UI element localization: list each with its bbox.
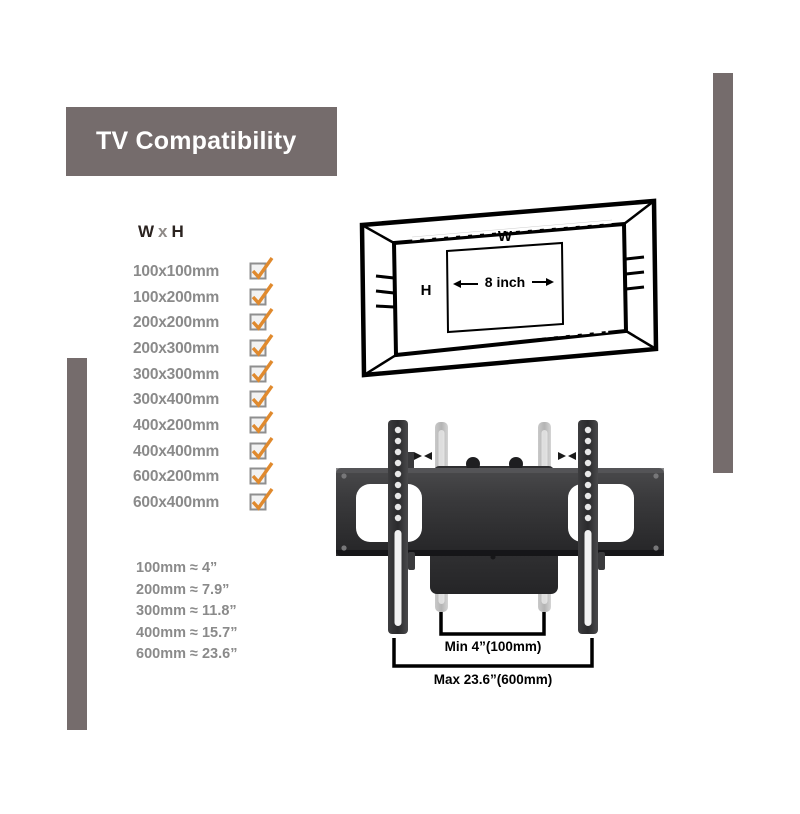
- list-item: 300mm ≈ 11.8”: [136, 603, 237, 619]
- vesa-size-label: 300x300mm: [133, 365, 220, 383]
- wall-plate-right-cutout: [568, 484, 634, 542]
- bottom-vent-dashes: [413, 325, 609, 348]
- list-item: 600mm ≈ 23.6”: [136, 646, 238, 662]
- checkbox-checked-icon: [249, 282, 274, 309]
- list-item: 600x200mm: [133, 462, 293, 491]
- tv-mount-diagram: Min 4”(100mm) Max 23.6”(600mm): [336, 420, 664, 687]
- left-accent-bar: [67, 358, 87, 730]
- max-dimension-bracket: [392, 638, 594, 668]
- outer-mounting-arms: [388, 420, 605, 634]
- tv-height-label: H: [421, 282, 432, 299]
- checkbox-checked-icon: [249, 308, 274, 334]
- list-item: 200x300mm: [133, 333, 293, 362]
- screen-depth-arrow: [453, 278, 554, 288]
- screen-depth-label: 8 inch: [485, 274, 525, 290]
- checkbox-checked-icon: [249, 462, 274, 488]
- checkbox-checked-icon: [249, 359, 274, 386]
- vesa-size-label: 600x200mm: [133, 468, 220, 486]
- tv-width-label: W: [498, 228, 513, 245]
- bevel-line-tl: [361, 223, 395, 245]
- right-side-bars: [625, 255, 645, 291]
- vesa-size-label: 200x300mm: [133, 339, 220, 357]
- bevel-line-tr: [623, 200, 655, 225]
- list-item: 100x100mm: [133, 256, 293, 285]
- checkbox-checked-icon: [249, 410, 274, 437]
- list-item: 200x200mm: [133, 308, 293, 336]
- list-item: 400x400mm: [133, 436, 293, 465]
- top-vent-outline: [411, 219, 613, 238]
- vesa-size-label: 400x200mm: [133, 416, 220, 434]
- checkbox-checked-icon: [249, 333, 274, 360]
- checkbox-checked-icon: [249, 436, 274, 463]
- vesa-size-label: 200x200mm: [133, 314, 220, 332]
- vesa-size-label: 100x200mm: [133, 288, 220, 306]
- list-item: 600x400mm: [133, 488, 293, 516]
- list-item: 300x400mm: [133, 385, 293, 413]
- header-h: H: [171, 222, 184, 241]
- bevel-line-bl: [363, 353, 397, 377]
- checkbox-checked-icon: [249, 488, 274, 514]
- bevel-line-br: [625, 329, 657, 351]
- header-separator: x: [158, 222, 168, 241]
- left-side-bars: [375, 274, 395, 309]
- list-item: 300x300mm: [133, 359, 293, 388]
- page-title: TV Compatibility: [96, 127, 297, 155]
- min-dimension-bracket: [439, 612, 546, 636]
- list-item: 100mm ≈ 4”: [136, 560, 218, 576]
- tv-frame-diagram: W H 8 inch: [359, 198, 659, 378]
- vesa-size-list: 100x100mm 100x200mm 200x200mm: [133, 256, 293, 516]
- vesa-size-label: 400x400mm: [133, 442, 220, 460]
- list-item: 200mm ≈ 7.9”: [136, 581, 230, 598]
- min-dimension-label: Min 4”(100mm): [445, 639, 542, 654]
- max-dimension-label: Max 23.6”(600mm): [434, 672, 553, 687]
- vesa-size-label: 600x400mm: [133, 494, 220, 512]
- checkbox-checked-icon: [249, 385, 274, 411]
- tv-screen-area: [445, 241, 565, 334]
- checkbox-checked-icon: [249, 256, 274, 283]
- list-item: 400mm ≈ 15.7”: [136, 624, 238, 641]
- list-item: 400x200mm: [133, 410, 293, 439]
- right-accent-bar: [713, 73, 733, 473]
- arm-alignment-arrows: [414, 452, 576, 460]
- vesa-size-label: 300x400mm: [133, 391, 220, 409]
- title-banner: TV Compatibility: [66, 107, 337, 176]
- unit-conversion-list: 100mm ≈ 4” 200mm ≈ 7.9” 300mm ≈ 11.8” 40…: [136, 558, 237, 666]
- mount-wall-plate: [336, 468, 664, 556]
- header-w: W: [138, 222, 155, 241]
- vesa-size-label: 100x100mm: [133, 262, 220, 280]
- list-item: 100x200mm: [133, 282, 293, 311]
